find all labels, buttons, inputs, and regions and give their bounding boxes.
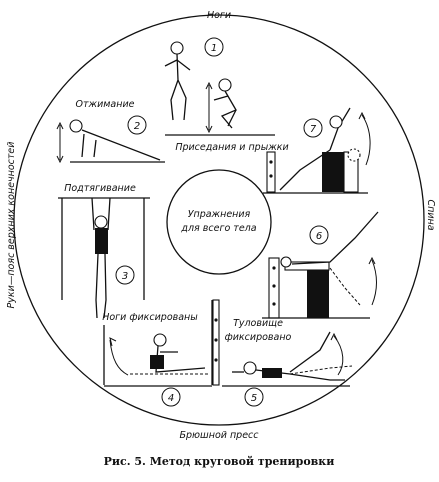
station-3-label: Подтягивание [64, 183, 136, 194]
center-line-2: для всего тела [180, 223, 256, 234]
station-4-number: 4 [168, 393, 174, 404]
figure-caption: Рис. 5. Метод круговой тренировки [104, 455, 335, 468]
station-2-number-circle [127, 115, 147, 135]
station-4-number-circle [161, 387, 181, 407]
station-1-label: Приседания и прыжки [175, 142, 288, 153]
station-2-label: Отжимание [76, 99, 135, 110]
station-5-label-1: Туловище [233, 318, 283, 329]
station-3-number-circle [115, 265, 135, 285]
station-1-squats: 1 Приседания и прыжки [164, 37, 289, 153]
station-7-number: 7 [310, 124, 317, 135]
station-3-pullups: Подтягивание 3 [58, 183, 150, 319]
label-top: Ноги [207, 10, 231, 21]
label-bottom: Брюшной пресс [180, 430, 260, 441]
station-2-number: 2 [134, 121, 140, 132]
label-left: Руки—пояс верхних конечностей [6, 142, 17, 309]
station-5-number-circle [244, 387, 264, 407]
station-7-number-circle [303, 118, 323, 138]
station-3-number: 3 [122, 271, 128, 282]
label-right: Спина [425, 199, 436, 230]
station-5-legraises: Туловище фиксировано 5 [222, 318, 353, 407]
station-5-number: 5 [251, 393, 257, 404]
outer-circle [13, 14, 425, 426]
center-line-1: Упражнения [188, 209, 251, 220]
station-6-back-extension: 6 [262, 211, 379, 319]
station-6-number: 6 [316, 231, 322, 242]
station-4-situps: Ноги фиксированы 4 [102, 299, 220, 407]
center-circle [166, 169, 272, 275]
station-2-pushups: Отжимание 2 [56, 99, 165, 164]
station-6-number-circle [309, 225, 329, 245]
station-7-back-raise: 7 [263, 107, 371, 194]
station-4-label: Ноги фиксированы [102, 312, 198, 323]
station-5-label-2: фиксировано [225, 332, 292, 343]
station-1-number-circle [204, 37, 224, 57]
station-1-number: 1 [211, 43, 217, 54]
